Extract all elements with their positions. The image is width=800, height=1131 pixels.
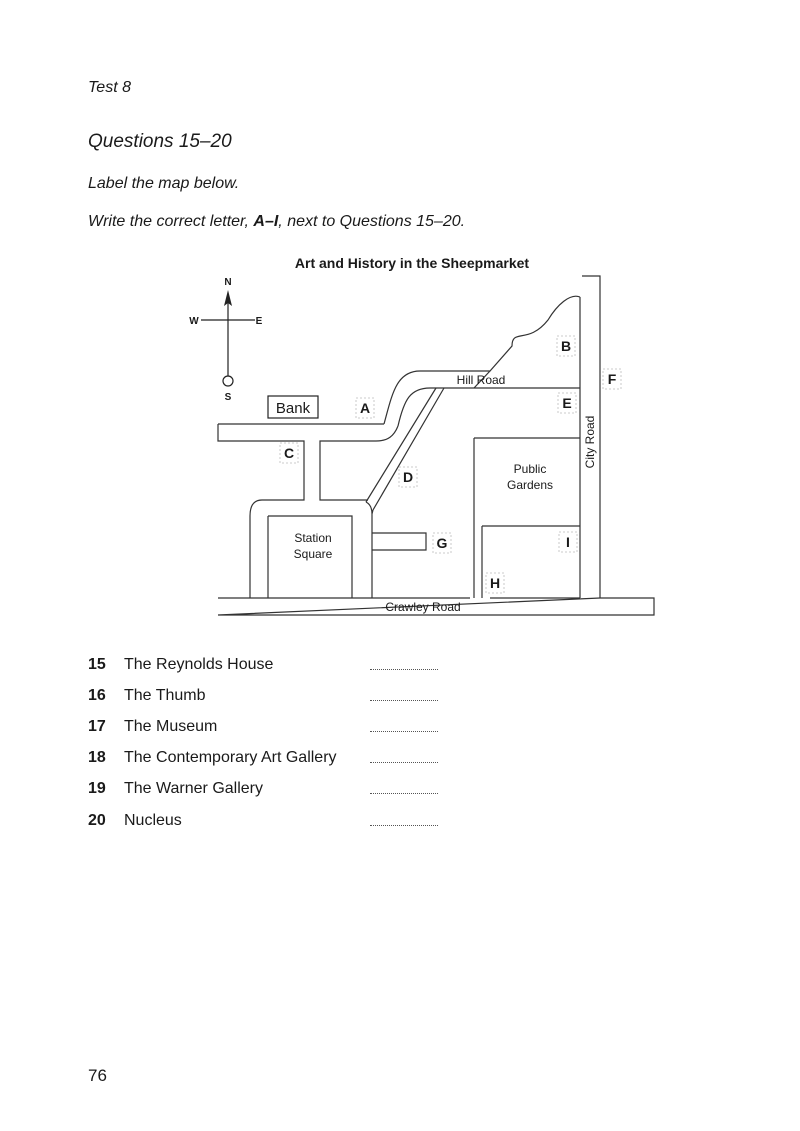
north-arrow-icon — [224, 290, 232, 306]
instruction-text-pre: Write the correct letter, — [88, 213, 254, 230]
letter-b: B — [561, 338, 571, 354]
answer-blank[interactable] — [370, 700, 438, 701]
compass-s: S — [225, 392, 232, 403]
station-square-label-2: Square — [294, 547, 333, 561]
letter-f: F — [608, 371, 617, 387]
section-title: Questions 15–20 — [88, 131, 232, 152]
question-row: 17 The Museum — [88, 718, 468, 740]
question-label: The Contemporary Art Gallery — [124, 749, 337, 766]
letter-a: A — [360, 400, 370, 416]
public-gardens-label-2: Gardens — [507, 478, 553, 492]
letter-d: D — [403, 469, 413, 485]
question-number: 20 — [88, 812, 106, 829]
question-row: 19 The Warner Gallery — [88, 780, 468, 802]
compass-n: N — [224, 277, 231, 288]
map-title: Art and History in the Sheepmarket — [295, 255, 530, 271]
letter-g: G — [437, 535, 448, 551]
letter-i: I — [566, 534, 570, 550]
question-number: 18 — [88, 749, 106, 766]
question-number: 16 — [88, 687, 106, 704]
compass-w: W — [189, 316, 199, 327]
answer-blank[interactable] — [370, 762, 438, 763]
test-header: Test 8 — [88, 79, 131, 96]
crawley-road-label: Crawley Road — [385, 600, 460, 614]
answer-blank[interactable] — [370, 731, 438, 732]
answer-blank[interactable] — [370, 793, 438, 794]
question-label: Nucleus — [124, 812, 182, 829]
letter-h: H — [490, 575, 500, 591]
bank-label: Bank — [276, 400, 311, 417]
compass: N S W E — [189, 277, 262, 403]
answer-blank[interactable] — [370, 825, 438, 826]
letter-e: E — [562, 395, 571, 411]
city-road-label: City Road — [583, 416, 597, 469]
question-row: 20 Nucleus — [88, 812, 468, 834]
question-label: The Warner Gallery — [124, 780, 263, 797]
question-number: 17 — [88, 718, 106, 735]
road-network — [217, 275, 655, 616]
question-row: 16 The Thumb — [88, 687, 468, 709]
question-number: 15 — [88, 656, 106, 673]
instruction-letter-range: A–I — [253, 213, 279, 230]
question-label: The Museum — [124, 718, 218, 735]
question-number: 19 — [88, 780, 106, 797]
south-circle-icon — [222, 375, 234, 387]
hill-road-label: Hill Road — [457, 373, 506, 387]
bank-box — [267, 395, 319, 419]
compass-e: E — [256, 316, 263, 327]
map-letters: A B C D E F G H I — [279, 335, 622, 594]
question-row: 18 The Contemporary Art Gallery — [88, 749, 468, 771]
instruction-write-letter: Write the correct letter, A–I, next to Q… — [88, 213, 465, 231]
question-label: The Thumb — [124, 687, 206, 704]
map: Art and History in the Sheepmarket N S W… — [189, 255, 655, 616]
page-number: 76 — [88, 1066, 107, 1085]
instruction-text-post: , next to Questions 15–20. — [278, 213, 466, 230]
question-label: The Reynolds House — [124, 656, 274, 673]
instruction-label-map: Label the map below. — [88, 175, 240, 192]
letter-c: C — [284, 445, 294, 461]
public-gardens-label-1: Public — [514, 462, 547, 476]
question-row: 15 The Reynolds House — [88, 656, 468, 678]
station-square-label-1: Station — [294, 531, 331, 545]
answer-blank[interactable] — [370, 669, 438, 670]
